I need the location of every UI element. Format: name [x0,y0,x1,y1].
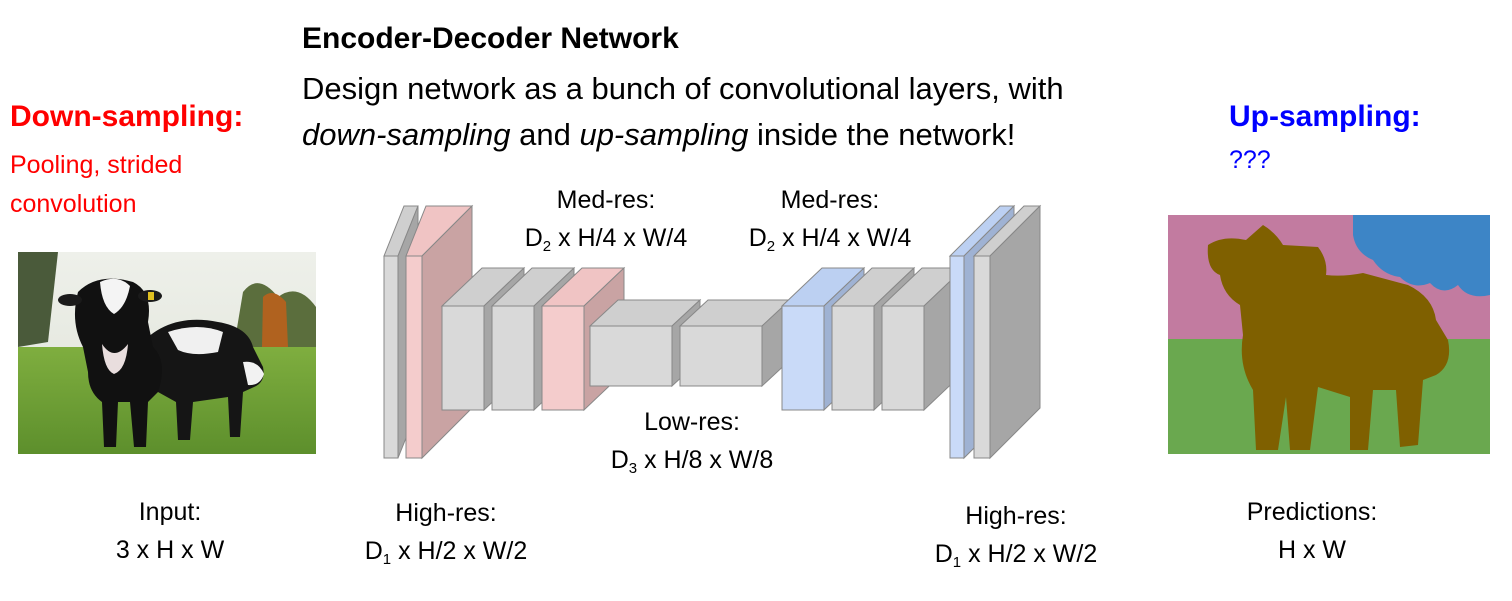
segmentation-illustration [1168,215,1490,454]
dim-subscript: 3 [628,460,638,477]
input-dims: 3 x H x W [115,536,225,564]
med-res-right-name: Med-res: [780,186,880,214]
low-res-dims: D3 x H/8 x W/8 [586,441,798,479]
input-label: Input: 3 x H x W [70,493,270,569]
low-res-gray-block-1 [588,298,702,388]
med-res-left-dims: D2 x H/4 x W/4 [500,219,712,257]
med-res-left-name: Med-res: [556,186,656,214]
low-res-gray-block-2 [678,298,792,388]
high-res-right-name: High-res: [965,502,1067,530]
down-sampling-emphasis: down-sampling [302,117,511,152]
high-res-right-dims: D1 x H/2 x W/2 [910,535,1122,573]
dim-symbol: D [524,224,543,252]
diagram-title: Encoder-Decoder Network [302,22,679,55]
down-sampling-heading: Down-sampling: [10,100,244,133]
down-sampling-methods: Pooling, strided convolution [10,151,183,218]
description-line-2: down-sampling and up-sampling inside the… [302,112,1064,158]
med-res-right-dims: D2 x H/4 x W/4 [724,219,936,257]
med-res-label-right: Med-res: D2 x H/4 x W/4 [724,181,936,257]
predictions-dims: H x W [1277,536,1347,564]
dim-size: x H/8 x W/8 [637,446,774,474]
high-res-label-right: High-res: D1 x H/2 x W/2 [910,497,1122,573]
up-sampling-emphasis: up-sampling [579,117,749,152]
dim-size: x H/4 x W/4 [551,224,688,252]
up-sampling-heading: Up-sampling: [1229,100,1421,133]
dim-symbol: D [748,224,767,252]
output-gray-layer [972,204,1042,460]
high-res-label-left: High-res: D1 x H/2 x W/2 [340,494,552,570]
dim-subscript: 2 [542,238,552,255]
predictions-label: Predictions: H x W [1212,493,1412,569]
cow-photo-illustration [18,252,316,454]
dim-symbol: D [364,537,383,565]
diagram-description: Design network as a bunch of convolution… [302,66,1064,158]
high-res-left-dims: D1 x H/2 x W/2 [340,532,552,570]
low-res-name: Low-res: [644,408,740,436]
dim-subscript: 1 [952,554,962,571]
dim-subscript: 1 [382,551,392,568]
input-cow-photo [18,252,316,454]
description-end: inside the network! [748,117,1016,152]
high-res-left-name: High-res: [395,499,497,527]
dim-symbol: D [610,446,629,474]
med-res-label-left: Med-res: D2 x H/4 x W/4 [500,181,712,257]
description-line-1: Design network as a bunch of convolution… [302,71,1064,106]
segmentation-prediction-map [1168,215,1490,454]
dim-size: x H/2 x W/2 [961,540,1098,568]
dim-symbol: D [934,540,953,568]
input-name: Input: [138,498,202,526]
predictions-name: Predictions: [1246,498,1378,526]
dim-subscript: 2 [766,238,776,255]
low-res-label: Low-res: D3 x H/8 x W/8 [586,403,798,479]
description-connector: and [510,117,580,152]
dim-size: x H/4 x W/4 [775,224,912,252]
dim-size: x H/2 x W/2 [391,537,528,565]
up-sampling-methods: ??? [1229,146,1271,174]
